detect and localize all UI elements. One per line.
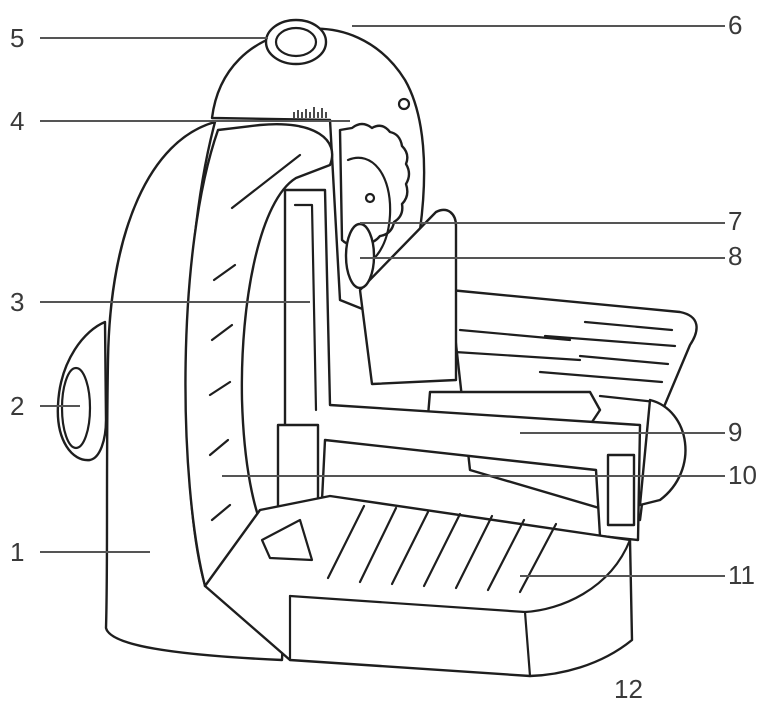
cover-screw	[397, 97, 411, 111]
top-knob-inner	[274, 26, 318, 58]
table-ribs	[453, 320, 677, 404]
callout-2: 2	[10, 391, 25, 421]
side-knob-face	[60, 366, 92, 450]
base-ribs	[326, 504, 558, 594]
blade-rivet	[364, 192, 376, 204]
carriage-knob	[344, 222, 376, 290]
callout-4: 4	[10, 106, 25, 136]
callout-11: 11	[728, 560, 755, 590]
base-slot	[260, 518, 314, 562]
callout-9: 9	[728, 417, 743, 447]
guard-ridges	[208, 153, 302, 522]
carriage-guard	[358, 208, 458, 386]
guide-plate-edge	[293, 203, 318, 412]
leader-lines	[40, 25, 725, 577]
callout-1: 1	[10, 537, 25, 567]
right-foot	[638, 398, 687, 507]
callout-3: 3	[10, 287, 25, 317]
guide-block-right	[606, 453, 636, 527]
thickness-scale	[293, 107, 327, 118]
callout-5: 5	[10, 23, 25, 53]
base-right-edge	[523, 538, 632, 614]
callout-7: 7	[728, 206, 743, 236]
top-knob	[264, 18, 328, 66]
side-knob	[56, 320, 108, 462]
callout-6: 6	[728, 10, 743, 40]
guide-block-left	[276, 423, 320, 512]
callout-8: 8	[728, 241, 743, 271]
page-number: 12	[614, 674, 643, 704]
base-front	[203, 494, 634, 678]
blade-guard-ring	[184, 123, 334, 588]
callout-10: 10	[728, 460, 757, 490]
